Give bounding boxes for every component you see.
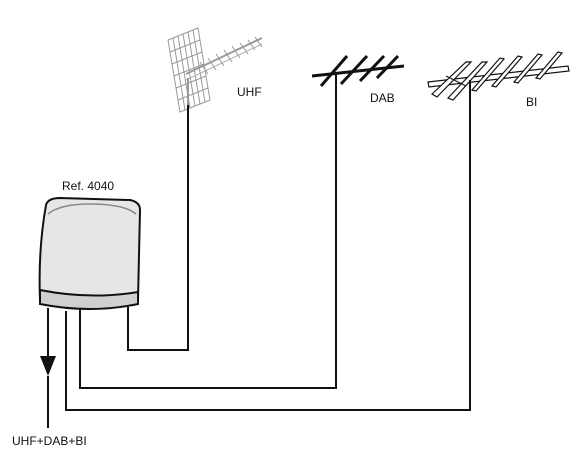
cable-bi <box>65 80 471 411</box>
dab-label: DAB <box>370 91 395 105</box>
dab-antenna <box>311 54 405 87</box>
bi-label: BI <box>526 95 537 109</box>
amplifier-unit <box>38 196 142 310</box>
output-arrow-icon <box>40 356 56 376</box>
output-cable <box>40 308 56 428</box>
uhf-label: UHF <box>237 85 262 99</box>
amplifier-ref-label: Ref. 4040 <box>62 179 114 193</box>
cable-uhf <box>127 105 189 351</box>
uhf-antenna <box>167 27 263 113</box>
cable-dab <box>79 74 337 389</box>
output-label: UHF+DAB+BI <box>12 434 87 448</box>
bi-antenna <box>427 51 570 101</box>
